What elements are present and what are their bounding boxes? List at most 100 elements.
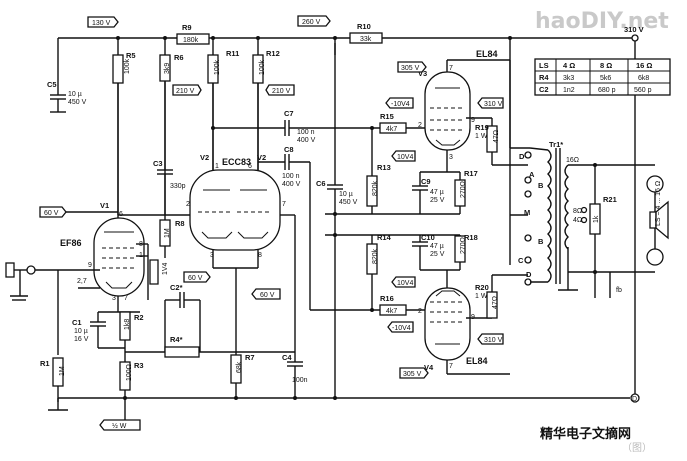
speaker-impedance: LS = 4 ... 16 Ω	[655, 181, 662, 226]
c2-label: C2*	[170, 283, 183, 292]
r20-power: 1 W	[475, 293, 488, 300]
table-cell: 3k3	[563, 75, 574, 82]
r19-value: 47Ω	[493, 130, 500, 143]
v2-right-label: V2	[257, 153, 266, 162]
watermark-brand: haoDIY.net	[535, 9, 669, 34]
c4-label: C4	[282, 353, 292, 362]
c10-label: C10	[421, 233, 435, 242]
svg-text:1: 1	[215, 163, 219, 170]
tap-8ohm: 8Ω	[573, 208, 582, 215]
r19-label: R19	[475, 123, 489, 132]
table-row-c2-label: C2	[539, 85, 549, 94]
c1-rating: 16 V	[74, 336, 89, 343]
voltage-310v-main: 310 V	[624, 25, 644, 34]
r1-label: R1	[40, 359, 50, 368]
c8-value: 100 n	[282, 173, 300, 180]
r21-label: R21	[603, 195, 617, 204]
c6-label: C6	[316, 179, 326, 188]
r7-value: 68k	[236, 361, 243, 373]
terminal-b-bottom: B	[538, 237, 544, 246]
r7-label: R7	[245, 353, 255, 362]
voltage-minus10v-upper: -10V4	[391, 101, 410, 108]
tap-4ohm: 4Ω	[573, 217, 582, 224]
c7-value: 100 n	[297, 129, 315, 136]
c10-value: 47 µ	[430, 243, 444, 250]
r12-label: R12	[266, 49, 280, 58]
table-cell: 5k6	[600, 75, 611, 82]
voltage-10v-upper: 10V4	[397, 154, 413, 161]
r18-value: 270Ω	[460, 237, 467, 254]
r1-value: 1M	[59, 366, 66, 376]
voltage-60v-v2: 60 V	[188, 275, 203, 282]
r10-label: R10	[357, 22, 371, 31]
r3-value: 100Ω	[126, 364, 133, 381]
r20-label: R20	[475, 283, 489, 292]
r2-label: R2	[134, 313, 144, 322]
terminal-c: C	[518, 256, 524, 265]
svg-text:7: 7	[449, 65, 453, 72]
voltage-60v-lower: 60 V	[260, 292, 275, 299]
watermark-site: 精华电子文摘网	[540, 426, 631, 442]
c8-rating: 400 V	[282, 181, 301, 188]
svg-text:2: 2	[186, 201, 190, 208]
r9-label: R9	[182, 23, 192, 32]
terminal-m: M	[524, 208, 530, 217]
el84-upper-label: EL84	[476, 49, 498, 59]
voltage-210v-right: 210 V	[272, 88, 291, 95]
table-cell: 680 p	[598, 87, 616, 94]
r10-value: 33k	[360, 36, 372, 43]
feedback-tap: fb	[616, 287, 622, 294]
c1-label: C1	[72, 318, 82, 327]
table-header-4ohm: 4 Ω	[563, 61, 575, 70]
svg-text:2: 2	[418, 308, 422, 315]
c1-value: 10 µ	[74, 328, 88, 335]
svg-text:7: 7	[124, 295, 128, 302]
voltage-1v4: 1V4	[162, 262, 169, 275]
voltage-60v-v1: 60 V	[44, 210, 59, 217]
voltage-305v-upper: 305 V	[401, 65, 420, 72]
r4-label: R4*	[170, 335, 183, 344]
svg-text:6: 6	[248, 163, 252, 170]
r17-label: R17	[464, 169, 478, 178]
r8-label: R8	[175, 219, 185, 228]
v3-label: V3	[418, 69, 427, 78]
c9-label: C9	[421, 177, 431, 186]
table-cell: 1n2	[563, 87, 575, 94]
svg-text:3: 3	[112, 295, 116, 302]
tr1-label: Tr1*	[549, 140, 563, 149]
r11-value: 100k	[214, 59, 221, 75]
r2-value: 1k8	[124, 319, 131, 330]
table-row-r4-label: R4	[539, 73, 549, 82]
c4-value: 100n	[292, 377, 308, 384]
c9-rating: 25 V	[430, 197, 445, 204]
svg-text:8: 8	[258, 252, 262, 259]
r21-value: 1k	[593, 215, 600, 223]
r18-label: R18	[464, 233, 478, 242]
voltage-260v: 260 V	[302, 19, 321, 26]
voltage-310v-upper: 310 V	[484, 101, 503, 108]
c3-label: C3	[153, 159, 163, 168]
c5-label: C5	[47, 80, 57, 89]
c7-label: C7	[284, 109, 294, 118]
table-header-16ohm: 16 Ω	[636, 61, 652, 70]
c6-rating: 450 V	[339, 199, 358, 206]
ef86-label: EF86	[60, 238, 82, 248]
r19-power: 1 W	[475, 133, 488, 140]
svg-text:9: 9	[471, 117, 475, 124]
c5-rating: 450 V	[68, 99, 87, 106]
c7-rating: 400 V	[297, 137, 316, 144]
c3-value: 330p	[170, 183, 186, 190]
c9-value: 47 µ	[430, 189, 444, 196]
c5-value: 10 µ	[68, 91, 82, 98]
r16-label: R16	[380, 294, 394, 303]
voltage-130v: 130 V	[92, 20, 111, 27]
table-header-ls: LS	[539, 61, 549, 70]
r6-value: 3k9	[164, 63, 171, 74]
svg-text:7: 7	[449, 363, 453, 370]
r13-label: R13	[377, 163, 391, 172]
r11-label: R11	[226, 49, 239, 58]
svg-text:7: 7	[282, 201, 286, 208]
terminal-d-lower: D	[526, 270, 532, 279]
r3-label: R3	[134, 361, 144, 370]
